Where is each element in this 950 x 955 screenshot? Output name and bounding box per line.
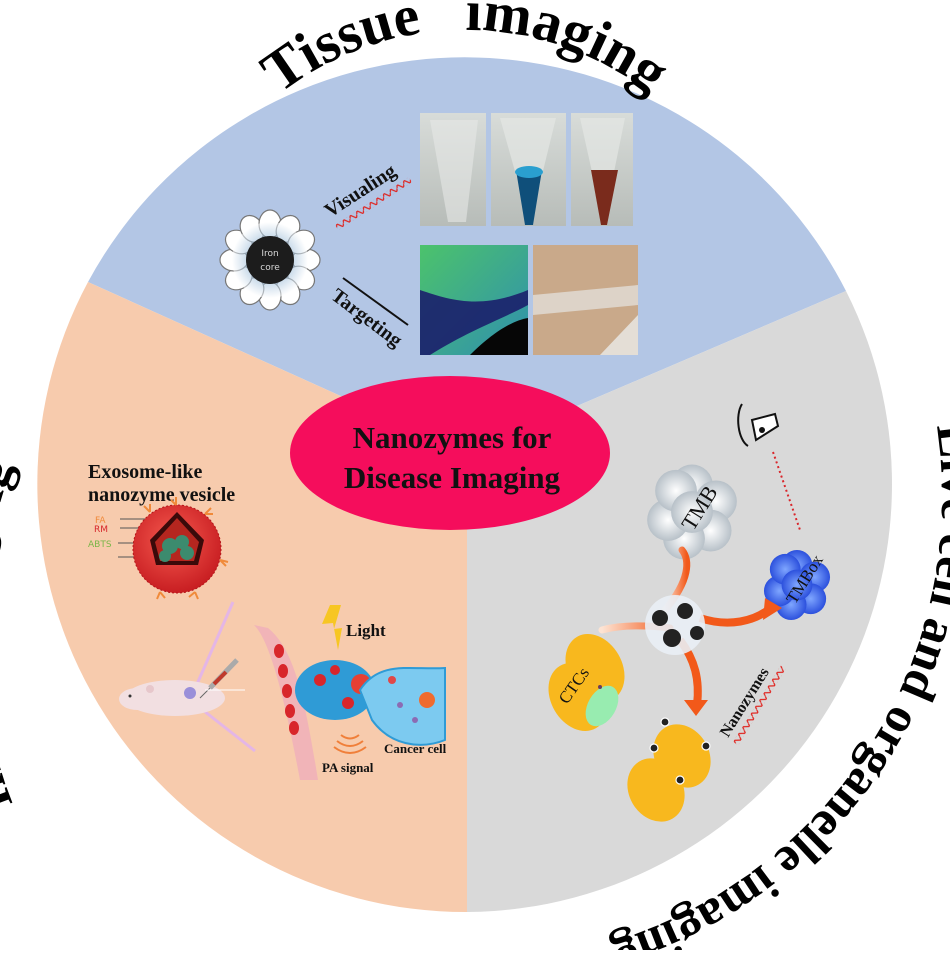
title-in-vivo-imaging: In vivo imaging [0,450,24,820]
blood-vessel-illustration [254,625,318,780]
legend-fa: FA [95,516,106,526]
legend-abts: ABTS [88,540,112,550]
iron-core-label-2: core [260,263,280,273]
exosome-vesicle-illustration [132,497,229,600]
light-bolt-icon [322,605,342,650]
labeled-cells [627,717,711,822]
nanozymes-zigzag-underline [733,665,786,746]
eye-icon [737,403,780,447]
cloud-lobe [781,569,813,601]
nanozyme-cluster [645,595,705,655]
iron-core-label-1: Iron [261,249,278,259]
vesicle-title-1: Exosome-like [88,461,203,483]
cloud-lobe [671,491,713,533]
stained-tissue-photo [533,245,638,355]
legend-rm: RM [94,525,108,535]
cancer-cell-illustration [358,666,446,746]
pa-signal-label: PA signal [322,760,374,775]
pa-signal-icon [333,734,367,754]
mouse-illustration [119,601,256,753]
tmb-cloud: TMB [647,464,737,560]
cancer-cell-label: Cancer cell [384,741,447,756]
visualing-zigzag-underline [335,177,413,231]
tmbox-cloud: TMBox [763,550,831,620]
nanoparticle-cluster [295,660,375,720]
vesicle-title-2: nanozyme vesicle [88,484,235,506]
iron-core [246,236,294,284]
dotted-link [772,451,801,531]
center-ellipse [290,376,610,530]
center-title-line-2: Disease Imaging [344,460,561,495]
light-label: Light [346,621,386,640]
tube-photo-blue [491,113,566,226]
tube-photo-clear [420,113,486,226]
center-title-line-1: Nanozymes for [353,420,552,455]
fluorescent-tissue-photo [420,245,528,355]
targeting-line [342,277,409,326]
tube-photo-brown [571,113,633,226]
iron-core-nanoparticle: Iron core [219,209,321,311]
ctcs-cells: CTCs [548,634,625,731]
